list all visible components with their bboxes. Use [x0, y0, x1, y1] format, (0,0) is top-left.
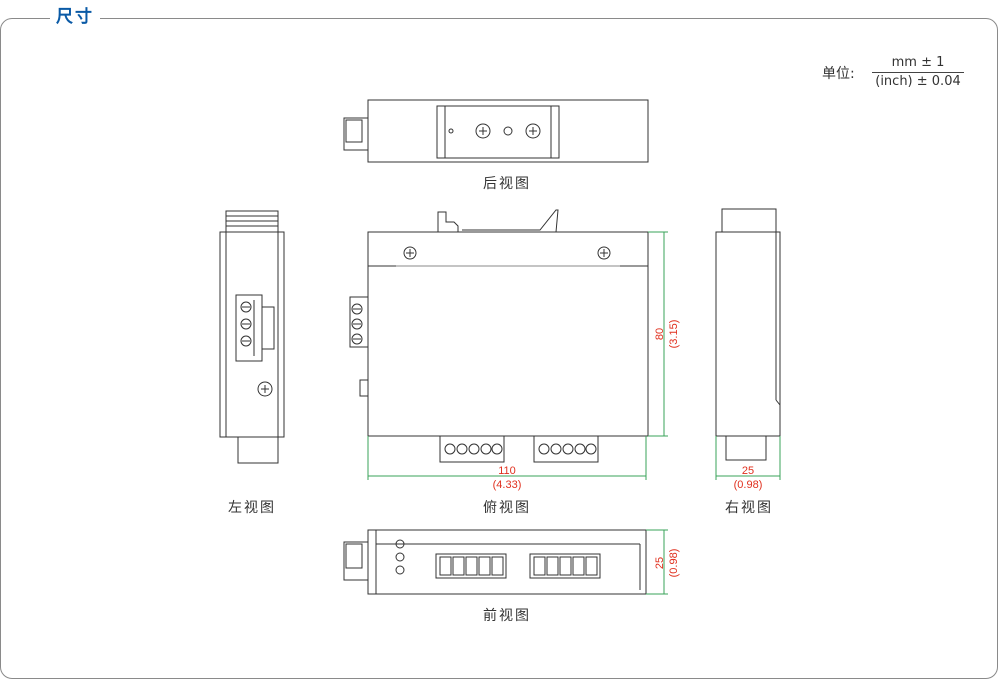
unit-denominator: (inch) ± 0.04 — [875, 74, 961, 89]
rear-view-drawing — [343, 99, 649, 163]
width-in-label: (4.33) — [493, 479, 522, 491]
depth-mm-label: 25 — [742, 465, 754, 477]
height-in-label: (3.15) — [668, 320, 680, 349]
height-mm-label: 80 — [654, 328, 666, 340]
left-view-drawing — [219, 210, 285, 464]
top-view-drawing — [349, 209, 649, 463]
section-title: 尺寸 — [50, 6, 100, 28]
front-view-caption: 前视图 — [483, 608, 531, 624]
unit-numerator: mm ± 1 — [891, 55, 945, 70]
dimension-lines — [367, 231, 781, 595]
diagram-frame — [0, 18, 998, 679]
front-depth-mm-label: 25 — [654, 557, 666, 569]
depth-in-label: (0.98) — [734, 479, 763, 491]
width-mm-label: 110 — [498, 465, 516, 477]
top-view-caption: 俯视图 — [483, 500, 531, 516]
fraction-bar — [872, 72, 964, 73]
front-depth-in-label: (0.98) — [668, 549, 680, 578]
unit-label: 单位: — [822, 66, 855, 82]
rear-view-caption: 后视图 — [483, 176, 531, 192]
left-view-caption: 左视图 — [228, 500, 276, 516]
right-view-drawing — [715, 208, 781, 461]
right-view-caption: 右视图 — [725, 500, 773, 516]
unit-fraction: mm ± 1 (inch) ± 0.04 — [872, 55, 964, 90]
front-view-drawing — [343, 529, 647, 595]
